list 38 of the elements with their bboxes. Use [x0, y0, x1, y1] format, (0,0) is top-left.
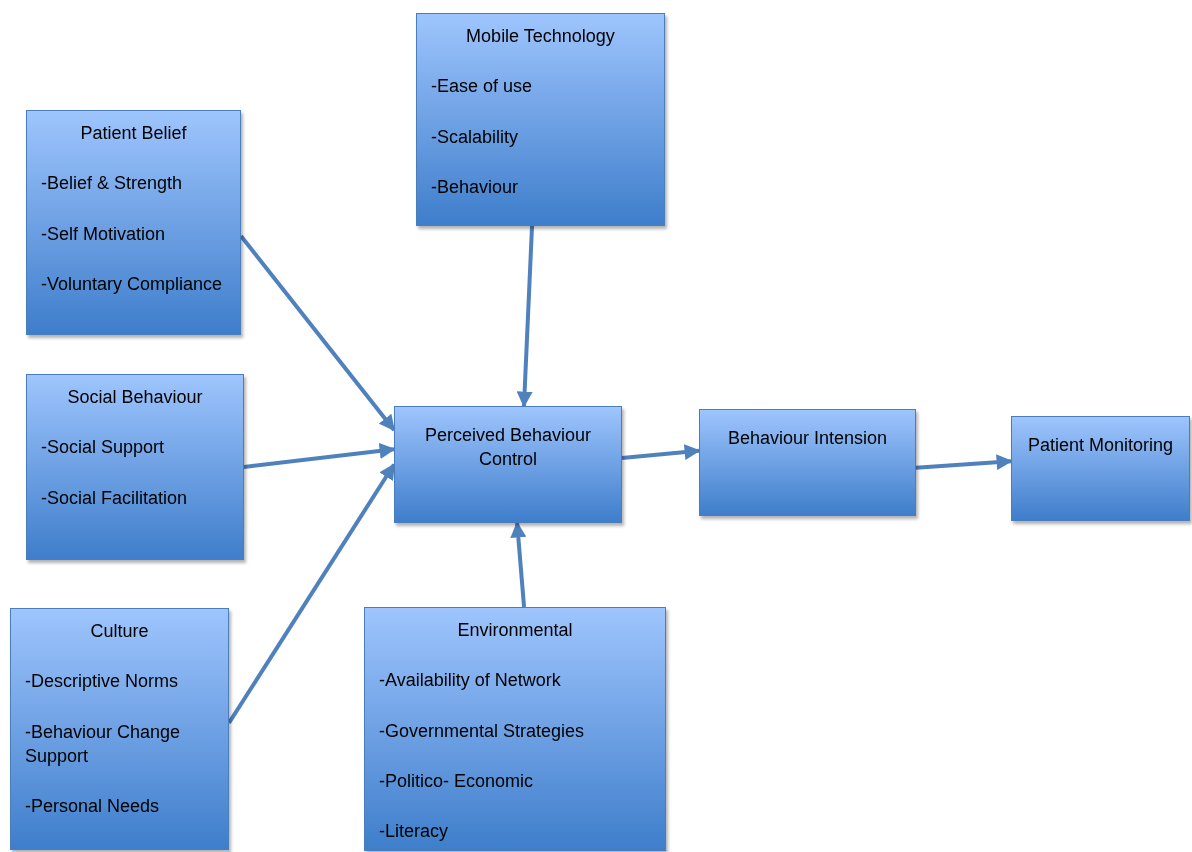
box-heading: Mobile Technology [465, 25, 616, 48]
factor-item: -Social Facilitation [41, 486, 189, 510]
arrow [243, 443, 396, 469]
arrow [915, 454, 1013, 471]
factor-item: -Governmental Strategies [379, 719, 586, 743]
factor-box [26, 110, 241, 335]
box-label: Behaviour Intension [726, 427, 889, 450]
factor-box [699, 409, 916, 516]
box-heading: Environmental [456, 619, 574, 642]
factor-box [416, 13, 665, 226]
factor-box [394, 406, 622, 523]
box-label: Perceived Behaviour Control [423, 424, 593, 472]
factor-item: -Voluntary Compliance [41, 272, 224, 296]
factor-item: -Behaviour [431, 175, 520, 199]
factor-item: -Personal Needs [25, 795, 161, 819]
factor-item: -Descriptive Norms [25, 670, 180, 694]
factor-item: -Self Motivation [41, 222, 167, 246]
arrow [227, 463, 396, 725]
factor-box [1011, 416, 1190, 521]
factor-box [10, 608, 229, 850]
factor-box [364, 607, 666, 851]
factor-item: -Availability of Network [379, 669, 562, 693]
box-heading: Patient Belief [79, 122, 188, 145]
factor-item: -Behaviour Change Support [25, 720, 182, 768]
arrow [516, 225, 535, 408]
box-heading: Social Behaviour [66, 386, 204, 409]
factor-item: -Literacy [379, 820, 450, 844]
factor-item: -Ease of use [431, 75, 534, 99]
arrow [621, 444, 701, 461]
factor-item: -Politico- Economic [379, 769, 535, 793]
factor-item: -Social Support [41, 436, 166, 460]
arrow [510, 521, 527, 608]
box-label: Patient Monitoring [1026, 434, 1175, 457]
box-heading: Culture [89, 620, 150, 643]
arrow [239, 234, 396, 432]
factor-item: -Scalability [431, 125, 520, 149]
factor-box [26, 374, 244, 560]
factor-item: -Belief & Strength [41, 172, 184, 196]
